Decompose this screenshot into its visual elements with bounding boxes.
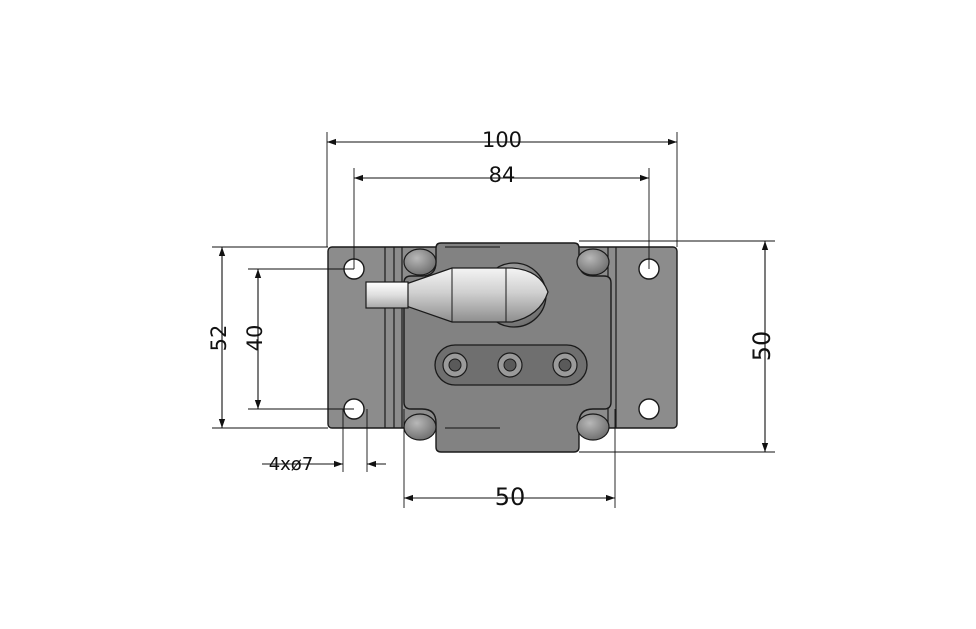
extension-lines xyxy=(212,132,775,508)
label-hole-spacing-y: 40 xyxy=(243,325,267,352)
label-hole-callout: 4xø7 xyxy=(269,454,314,475)
label-overall-width: 100 xyxy=(482,128,522,152)
label-hole-spacing-x: 84 xyxy=(489,163,516,187)
pin-taper xyxy=(405,267,549,323)
screws xyxy=(442,352,578,378)
screw-middle-center xyxy=(503,358,517,372)
label-body-width: 50 xyxy=(495,483,526,511)
lobe-top-right xyxy=(576,248,610,276)
label-body-height: 50 xyxy=(748,331,776,362)
latch-part xyxy=(327,242,678,453)
corner-lobes xyxy=(403,248,610,441)
mounting-hole-bottom-right xyxy=(638,398,660,420)
screw-left-center xyxy=(448,358,462,372)
lobe-bottom-left xyxy=(403,413,437,441)
pin-stem xyxy=(365,281,409,309)
dimension-lines xyxy=(218,138,769,502)
lobe-top-left xyxy=(403,248,437,276)
label-overall-height: 52 xyxy=(207,325,231,352)
screw-right-center xyxy=(558,358,572,372)
plunger-pin xyxy=(365,262,549,328)
lobe-bottom-right xyxy=(576,413,610,441)
dimension-labels: 100 84 52 40 50 50 4xø7 xyxy=(207,128,776,511)
